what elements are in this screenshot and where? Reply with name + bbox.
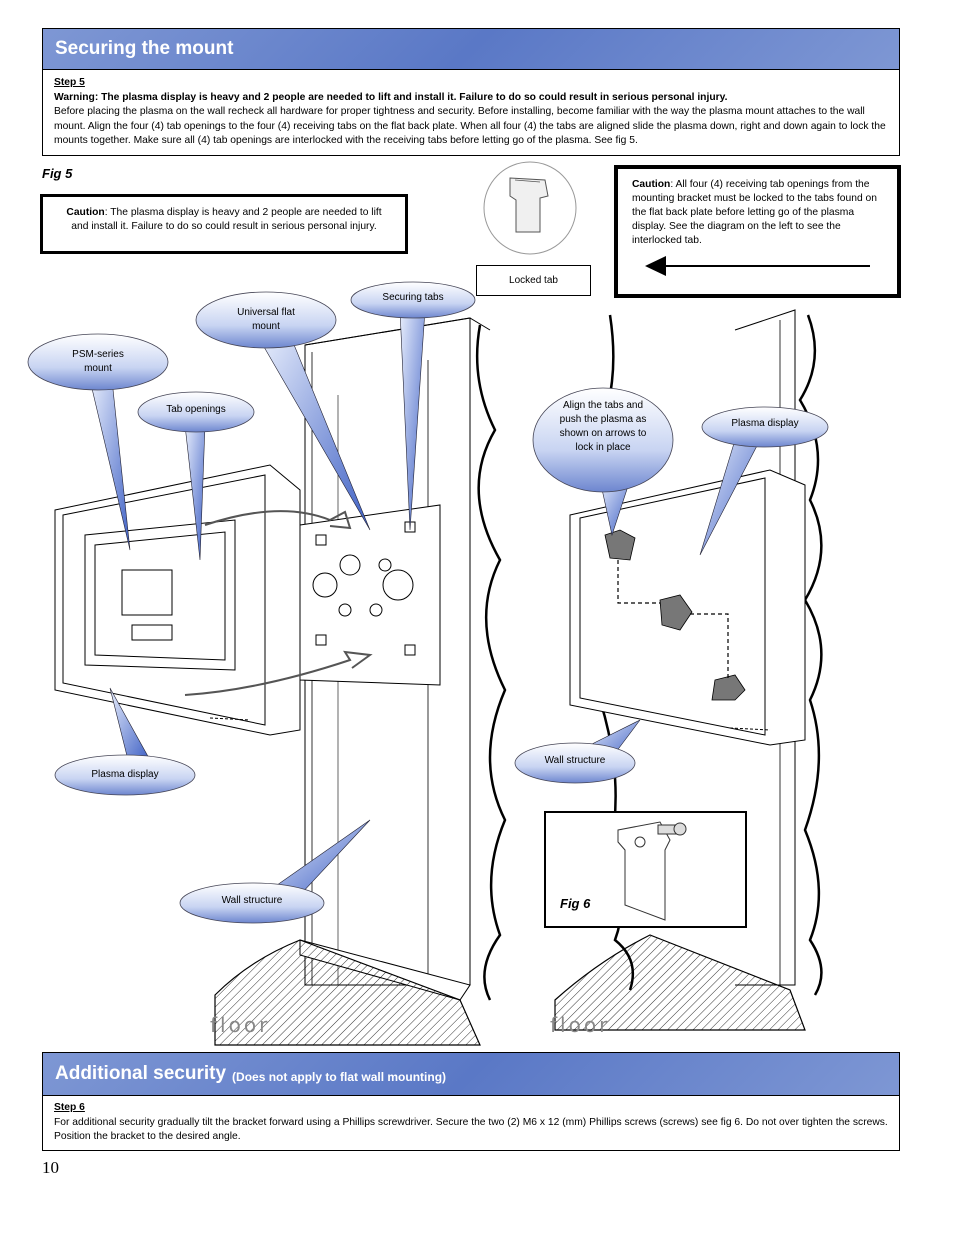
warning-paragraph: Warning: The plasma display is heavy and… — [54, 91, 888, 106]
left-wall-structure — [299, 317, 507, 1001]
section-body: Step 6 For additional security gradually… — [43, 1096, 899, 1151]
instructions-paragraph: Before placing the plasma on the wall re… — [54, 106, 886, 146]
section-body: Step 5 Warning: The plasma display is he… — [43, 70, 899, 155]
tail-universal-flat-mount — [259, 334, 371, 531]
left-plasma-display — [54, 464, 301, 736]
label-plasma-display-left: Plasma display — [91, 769, 159, 780]
floor-label-left: floor — [210, 1013, 271, 1037]
tail-securing-tabs — [399, 309, 426, 531]
fig6-label: Fig 6 — [560, 896, 591, 911]
flat-back-plate — [299, 504, 441, 686]
right-tab-path — [604, 529, 746, 701]
left-slide-arrow-2 — [184, 650, 373, 696]
locked-tab-label: Locked tab — [476, 265, 591, 296]
label-plasma-display-right: Plasma display — [731, 418, 799, 429]
floor-label-right: floor — [550, 1013, 611, 1037]
fig6-bracket — [617, 821, 687, 921]
instructions-paragraph: For additional security gradually tilt t… — [54, 1116, 888, 1143]
tail-plasma-display-right — [699, 439, 761, 556]
tail-wall-structure-left — [269, 819, 371, 896]
page-number: 10 — [42, 1158, 59, 1177]
section-header: Additional security (Does not apply to f… — [43, 1053, 899, 1096]
securing-mount-section: Securing the mount Step 5 Warning: The p… — [42, 28, 900, 156]
section-header: Securing the mount — [43, 29, 899, 70]
label-securing-tabs: Securing tabs — [382, 292, 444, 303]
caution-label: Caution — [66, 207, 105, 218]
label-align-tabs: Align the tabs and push the plasma as sh… — [559, 400, 647, 453]
label-tab-openings: Tab openings — [166, 404, 226, 415]
label-wall-structure-left: Wall structure — [221, 895, 283, 906]
caution-box-right: Caution: All four (4) receiving tab open… — [614, 165, 901, 298]
section-subtitle: (Does not apply to flat wall mounting) — [232, 1070, 447, 1084]
section-title: Securing the mount — [55, 38, 234, 59]
caution-text: : The plasma display is heavy and 2 peop… — [71, 207, 382, 232]
label-universal-flat-mount: Universal flat mount — [237, 307, 295, 332]
tail-plasma-display-left — [109, 687, 151, 761]
caution-text: : All four (4) receiving tab openings fr… — [632, 179, 877, 246]
label-wall-structure-right: Wall structure — [544, 755, 606, 766]
label-psm-mount: PSM-series mount — [72, 349, 124, 374]
tail-psm-mount — [89, 379, 131, 551]
warning-text: : The plasma display is heavy and 2 peop… — [94, 91, 728, 103]
right-plasma-display — [569, 469, 806, 746]
warning-label: Warning — [54, 91, 95, 103]
fig5-label: Fig 5 — [42, 166, 73, 181]
caution-box-left: Caution: The plasma display is heavy and… — [40, 194, 408, 254]
section-title: Additional security — [55, 1063, 227, 1084]
locked-tab-diagram — [483, 161, 577, 255]
step-label: Step 6 — [54, 1102, 85, 1113]
caution-label: Caution — [632, 179, 671, 190]
tail-align-tabs — [599, 479, 631, 537]
left-slide-arrow — [204, 510, 352, 530]
additional-security-section: Additional security (Does not apply to f… — [42, 1052, 900, 1151]
step-label: Step 5 — [54, 77, 85, 88]
tail-tab-openings — [184, 424, 206, 561]
